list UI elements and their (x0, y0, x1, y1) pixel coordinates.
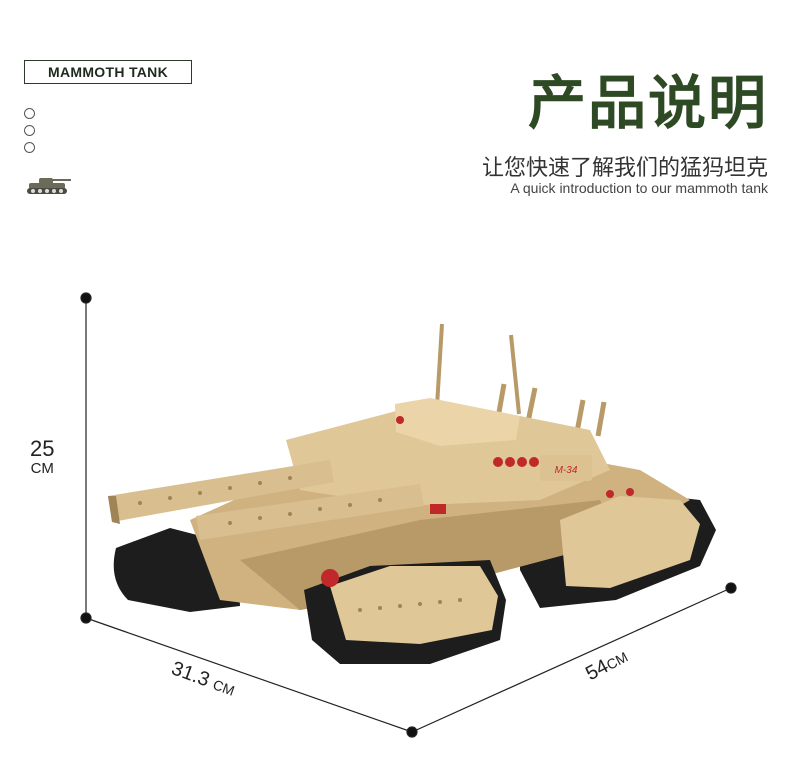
height-dimension: 25 CM (30, 436, 54, 477)
subtitle-chinese: 让您快速了解我们的猛犸坦克 (481, 156, 768, 181)
model-marking: M-34 (555, 465, 578, 476)
circle-icon (24, 142, 35, 153)
height-unit: CM (30, 460, 54, 477)
tank-icon (27, 178, 71, 194)
height-value: 25 (30, 436, 55, 461)
dimension-lines (80, 292, 737, 738)
pager-dots (24, 108, 35, 159)
circle-icon (24, 125, 35, 136)
tank-model: M-34 (108, 323, 716, 664)
subtitle-english: A quick introduction to our mammoth tank (510, 180, 768, 196)
product-badge: MAMMOTH TANK (24, 60, 192, 84)
page-title: 产品说明 (527, 69, 768, 137)
circle-icon (24, 108, 35, 119)
